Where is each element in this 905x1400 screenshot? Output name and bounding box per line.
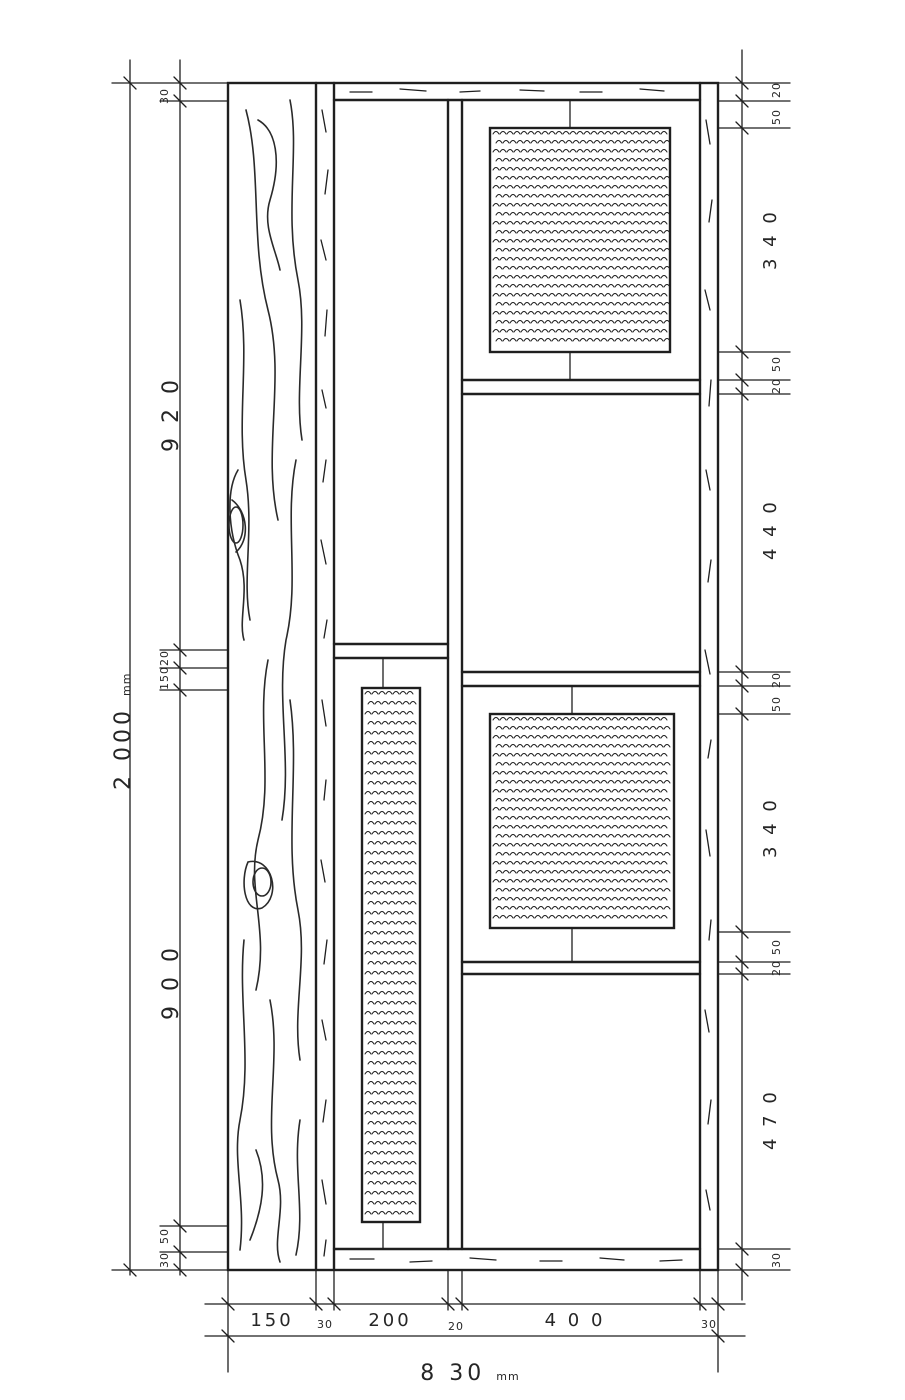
bottom-w6-dim: 30 xyxy=(701,1318,717,1331)
outer-frame xyxy=(226,81,720,1272)
rail-hatch xyxy=(349,88,683,1263)
left-bottom-a-dim: 50 xyxy=(158,1228,171,1244)
bottom-w5-dim: 4 0 0 xyxy=(545,1310,606,1331)
right-panel-3-dim: 3 4 0 xyxy=(760,797,781,858)
right-rail-2b-dim: 50 xyxy=(770,696,783,712)
upper-woven-panel xyxy=(488,126,672,354)
right-rail-1a-dim: 50 xyxy=(770,356,783,372)
right-bottom-dim: 30 xyxy=(770,1252,783,1268)
right-rail-1b-dim: 20 xyxy=(770,378,783,394)
left-mid-rail-dim: 150 xyxy=(158,666,171,690)
lower-woven-texture xyxy=(492,717,671,919)
left-woven-panel xyxy=(360,686,422,1224)
left-top-rail-dim: 30 xyxy=(158,88,171,104)
left-lower-dim: 9 0 0 xyxy=(159,944,184,1020)
right-rail-3b-dim: 20 xyxy=(770,960,783,976)
right-rail-3a-dim: 50 xyxy=(770,939,783,955)
bottom-w2-dim: 30 xyxy=(317,1318,333,1331)
right-panel-2-dim: 4 4 0 xyxy=(760,499,781,560)
right-panel-1-dim: 3 4 0 xyxy=(760,209,781,270)
left-woven-texture xyxy=(364,691,417,1215)
left-dimension-lines xyxy=(111,59,229,1277)
upper-woven-texture xyxy=(492,131,671,342)
left-bottom-b-dim: 30 xyxy=(158,1252,171,1268)
bottom-w4-dim: 20 xyxy=(448,1320,464,1333)
right-dimension-lines xyxy=(717,49,791,1301)
bottom-w3-dim: 200 xyxy=(368,1310,411,1331)
right-rail-2a-dim: 20 xyxy=(770,672,783,688)
overall-width-label: 8 30 mm xyxy=(420,1361,519,1386)
weave-strokes xyxy=(492,717,671,919)
weave-strokes xyxy=(492,131,671,342)
weave-strokes xyxy=(364,691,417,1215)
right-top-b-dim: 50 xyxy=(770,109,783,125)
lower-woven-panel xyxy=(488,712,676,930)
left-upper-dim: 9 2 0 xyxy=(159,376,184,452)
right-panel-4-dim: 4 7 0 xyxy=(760,1089,781,1150)
bottom-dimension-lines xyxy=(204,1269,746,1373)
left-mid-gap-dim: 20 xyxy=(158,650,171,666)
bottom-w1-dim: 150 xyxy=(250,1310,293,1331)
right-top-dim: 20 xyxy=(770,82,783,98)
narrow-stile-hatch xyxy=(320,109,329,1257)
overall-height-label: 2 000 mm xyxy=(111,673,136,790)
wood-grain-pattern xyxy=(228,99,303,1263)
right-stile-hatch xyxy=(704,119,713,1211)
